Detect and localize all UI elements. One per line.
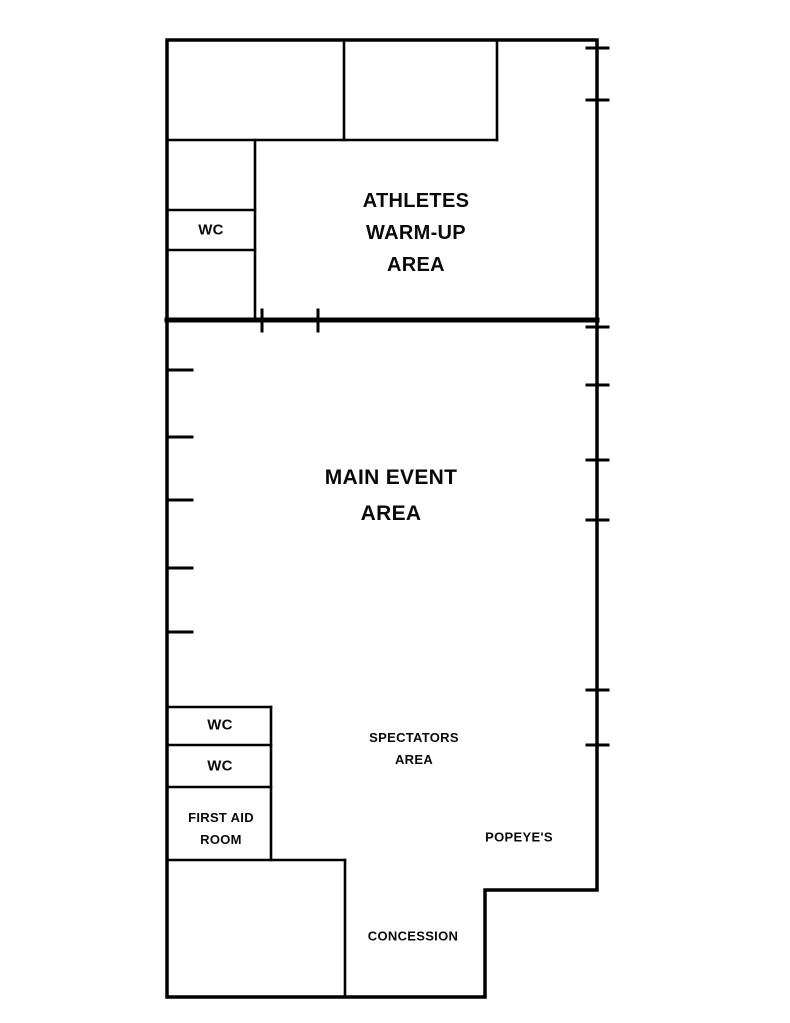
room-label-wc-lower-2: WC <box>207 757 233 775</box>
room-label-main-event: MAIN EVENT AREA <box>325 460 458 532</box>
label-line: AREA <box>387 254 445 276</box>
room-label-athletes-warmup: ATHLETES WARM-UP AREA <box>363 185 469 281</box>
room-label-spectators: SPECTATORS AREA <box>369 727 459 771</box>
label-line: AREA <box>360 502 422 525</box>
label-line: MAIN EVENT <box>324 466 458 489</box>
room-label-wc-lower-1: WC <box>207 716 233 734</box>
label-line: WARM-UP <box>366 222 466 244</box>
label-line: ATHLETES <box>362 190 470 212</box>
label-line: ROOM <box>200 832 242 847</box>
door-ticks <box>165 46 610 747</box>
room-label-first-aid: FIRST AID ROOM <box>188 807 254 851</box>
interior-walls <box>165 38 499 999</box>
room-label-concession: CONCESSION <box>367 928 459 944</box>
outer-wall <box>165 38 599 999</box>
label-line: FIRST AID <box>188 810 254 825</box>
label-line: AREA <box>394 752 434 767</box>
label-line: SPECTATORS <box>369 730 459 745</box>
room-label-wc-top: WC <box>198 221 224 239</box>
room-label-popeyes: POPEYE'S <box>485 829 553 845</box>
